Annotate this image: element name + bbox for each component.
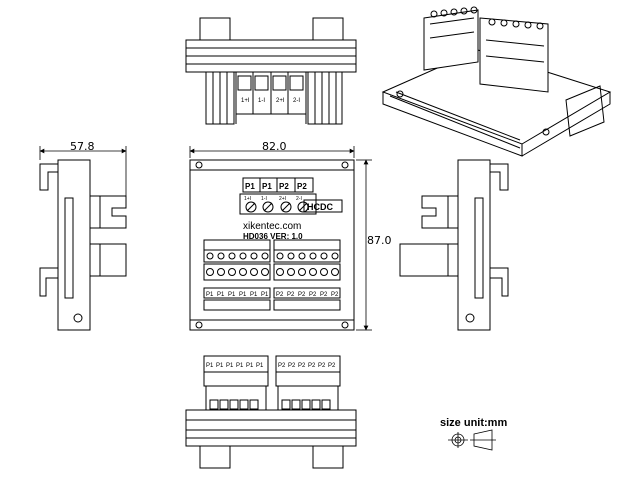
bottom-label-p2: P2 [328,363,336,369]
front-bottom-label-p1: P1 [217,292,225,298]
bottom-label-p2: P2 [278,363,286,369]
front-bottom-label-p2: P2 [298,292,306,298]
bottom-label-p1: P1 [246,363,254,369]
projection-symbol [448,429,496,451]
bottom-label-p1: P1 [236,363,244,369]
front-small-label: 2+I [279,196,286,202]
bottom-view-labels: P1 P1 P1 P1 P1 P1 P2 P2 P2 P2 P2 P2 [206,363,336,369]
front-bottom-label-p1: P1 [250,292,258,298]
front-bottom-label-p2: P2 [320,292,328,298]
bottom-label-p1: P1 [216,363,224,369]
bottom-label-p2: P2 [318,363,326,369]
bottom-label-p1: P1 [256,363,264,369]
bottom-view [185,355,357,469]
front-bottom-label-p1: P1 [239,292,247,298]
front-bottom-label-p2: P2 [287,292,295,298]
front-bottom-label-p1: P1 [206,292,214,298]
size-unit-label: size unit:mm [440,417,508,429]
front-top-label: P2 [279,182,289,191]
front-bottom-label-p2: P2 [276,292,284,298]
dimension-lines [39,146,372,331]
left-side-body [57,159,91,331]
logo: HCDC [307,202,333,212]
front-bottom-label-p2: P2 [331,292,339,298]
top-view-label: 1-I [258,98,265,104]
isometric-view [381,6,612,157]
right-side-view [399,159,509,331]
front-top-label: P1 [245,182,255,191]
model-text: HD036 VER: 1.0 [243,232,303,241]
bottom-label-p2: P2 [288,363,296,369]
front-bottom-label-p1: P1 [228,292,236,298]
height-dimension-text: 87.0 [367,234,392,247]
top-view [185,17,357,125]
top-view-label: 2+I [276,98,285,104]
front-view-text: P1 P1 P2 P2 1+I 1-I 2+I 2-I HCDC xikente… [206,182,339,298]
bottom-label-p2: P2 [308,363,316,369]
depth-dimension-text: 57.8 [70,140,95,153]
bottom-label-p2: P2 [298,363,306,369]
front-small-label: 1-I [261,196,267,202]
front-view-body [189,159,355,331]
front-view [189,159,355,331]
left-side-view [39,159,127,331]
front-bottom-label-p1: P1 [261,292,269,298]
bottom-label-p1: P1 [226,363,234,369]
front-small-label: 2-I [296,196,302,202]
width-dimension-text: 82.0 [262,140,287,153]
top-view-label: 1+I [241,98,250,104]
front-bottom-label-p2: P2 [309,292,317,298]
top-view-labels: 1+I 1-I 2+I 2-I [241,98,300,104]
front-top-label: P1 [262,182,272,191]
front-small-label: 1+I [244,196,251,202]
front-top-label: P2 [297,182,307,191]
website-text: xikentec.com [243,221,301,232]
bottom-label-p1: P1 [206,363,214,369]
top-view-label: 2-I [293,98,300,104]
bottom-view-rail [185,409,357,447]
right-side-body [457,159,491,331]
